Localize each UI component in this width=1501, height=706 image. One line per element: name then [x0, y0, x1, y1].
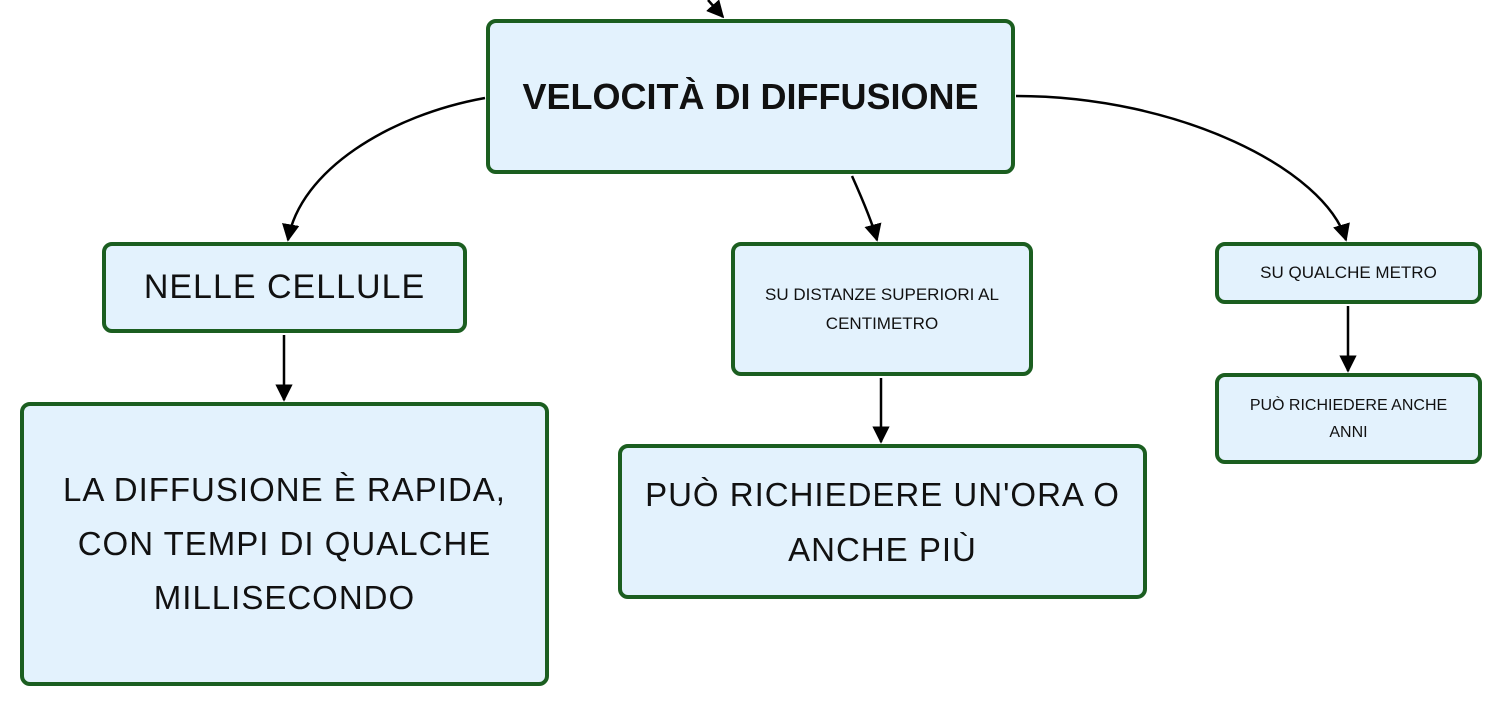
edge-root-to-cells [282, 96, 486, 242]
root-node-label: VELOCITÀ DI DIFFUSIONE [522, 75, 979, 117]
centimeter-detail-node[interactable]: PUÒ RICHIEDERE UN'ORA O ANCHE PIÙ [618, 444, 1147, 599]
edge-root-to-meter [1015, 94, 1350, 242]
edge-incoming-to-root [706, 0, 725, 19]
edge-root-to-centimeter [850, 175, 882, 242]
meter-node-label: SU QUALCHE METRO [1260, 263, 1437, 282]
cells-node[interactable]: NELLE CELLULE [102, 242, 467, 333]
centimeter-node-label: SU DISTANZE SUPERIORI AL CENTIMETRO [765, 285, 999, 333]
meter-detail-node[interactable]: PUÒ RICHIEDERE ANCHE ANNI [1215, 373, 1482, 464]
centimeter-detail-label: PUÒ RICHIEDERE UN'ORA O ANCHE PIÙ [645, 475, 1120, 568]
cells-detail-node[interactable]: LA DIFFUSIONE È RAPIDA, CON TEMPI DI QUA… [20, 402, 549, 686]
meter-node[interactable]: SU QUALCHE METRO [1215, 242, 1482, 304]
centimeter-node[interactable]: SU DISTANZE SUPERIORI AL CENTIMETRO [731, 242, 1033, 376]
meter-detail-label: PUÒ RICHIEDERE ANCHE ANNI [1249, 396, 1448, 441]
cells-detail-label: LA DIFFUSIONE È RAPIDA, CON TEMPI DI QUA… [63, 471, 506, 616]
root-node[interactable]: VELOCITÀ DI DIFFUSIONE [486, 19, 1015, 174]
cells-node-label: NELLE CELLULE [143, 268, 426, 306]
